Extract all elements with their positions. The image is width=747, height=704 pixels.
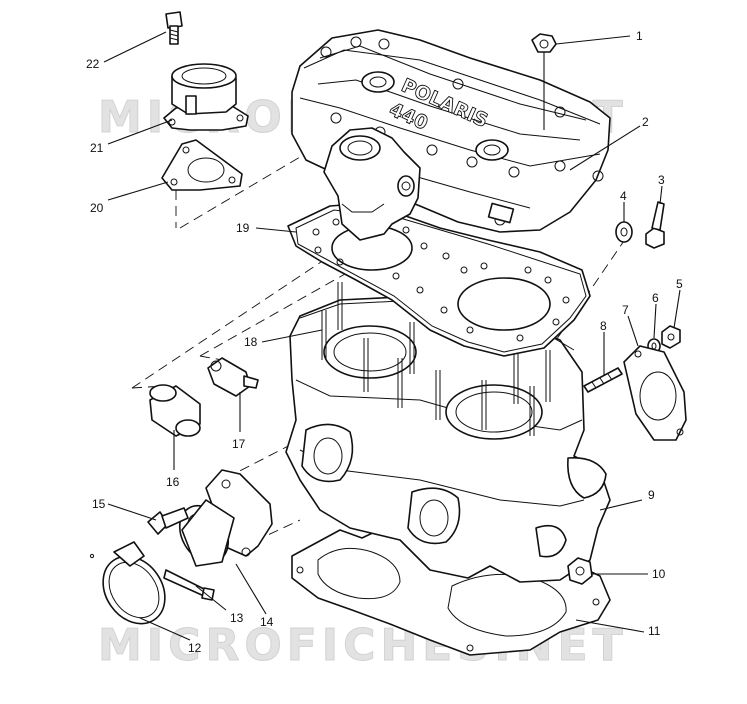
stud-8 bbox=[583, 367, 623, 393]
callout-13: 13 bbox=[230, 611, 244, 625]
intake-flange-14 bbox=[178, 469, 273, 567]
nut-10 bbox=[567, 557, 593, 585]
callout-8: 8 bbox=[600, 319, 607, 333]
sensor-17 bbox=[207, 357, 259, 397]
callout-10: 10 bbox=[652, 567, 666, 581]
washer-4 bbox=[615, 221, 633, 243]
callout-9: 9 bbox=[648, 488, 655, 502]
callout-7: 7 bbox=[622, 303, 629, 317]
callout-15: 15 bbox=[92, 497, 106, 511]
callout-18: 18 bbox=[244, 335, 258, 349]
callout-17: 17 bbox=[232, 437, 246, 451]
thermostat-gasket bbox=[161, 139, 243, 191]
water-outlet-housing bbox=[323, 127, 421, 241]
callout-5: 5 bbox=[676, 277, 683, 291]
callout-labels: 1 2 3 4 5 6 7 8 9 10 11 12 13 14 15 16 1… bbox=[86, 29, 683, 655]
screw-15 bbox=[147, 507, 189, 535]
callout-16: 16 bbox=[166, 475, 180, 489]
callout-12: 12 bbox=[188, 641, 202, 655]
nut-1 bbox=[531, 33, 557, 53]
callout-21: 21 bbox=[90, 141, 104, 155]
callout-4: 4 bbox=[620, 189, 627, 203]
clamp-12 bbox=[89, 541, 166, 625]
callout-2: 2 bbox=[642, 115, 649, 129]
leader-lines bbox=[103, 31, 681, 641]
thermostat-housing bbox=[163, 63, 249, 131]
nut-5 bbox=[661, 325, 681, 349]
callout-22: 22 bbox=[86, 57, 100, 71]
callout-19: 19 bbox=[236, 221, 250, 235]
callout-3: 3 bbox=[658, 173, 665, 187]
bolt-22 bbox=[165, 11, 183, 45]
callout-14: 14 bbox=[260, 615, 274, 629]
flange-gasket-7 bbox=[623, 345, 687, 441]
callout-1: 1 bbox=[636, 29, 643, 43]
sensor-16 bbox=[149, 384, 201, 437]
callout-11: 11 bbox=[648, 624, 661, 638]
screw-3 bbox=[645, 201, 665, 249]
cylinder-block bbox=[285, 282, 611, 583]
screw-13 bbox=[163, 569, 215, 601]
callout-6: 6 bbox=[652, 291, 659, 305]
callout-20: 20 bbox=[90, 201, 104, 215]
